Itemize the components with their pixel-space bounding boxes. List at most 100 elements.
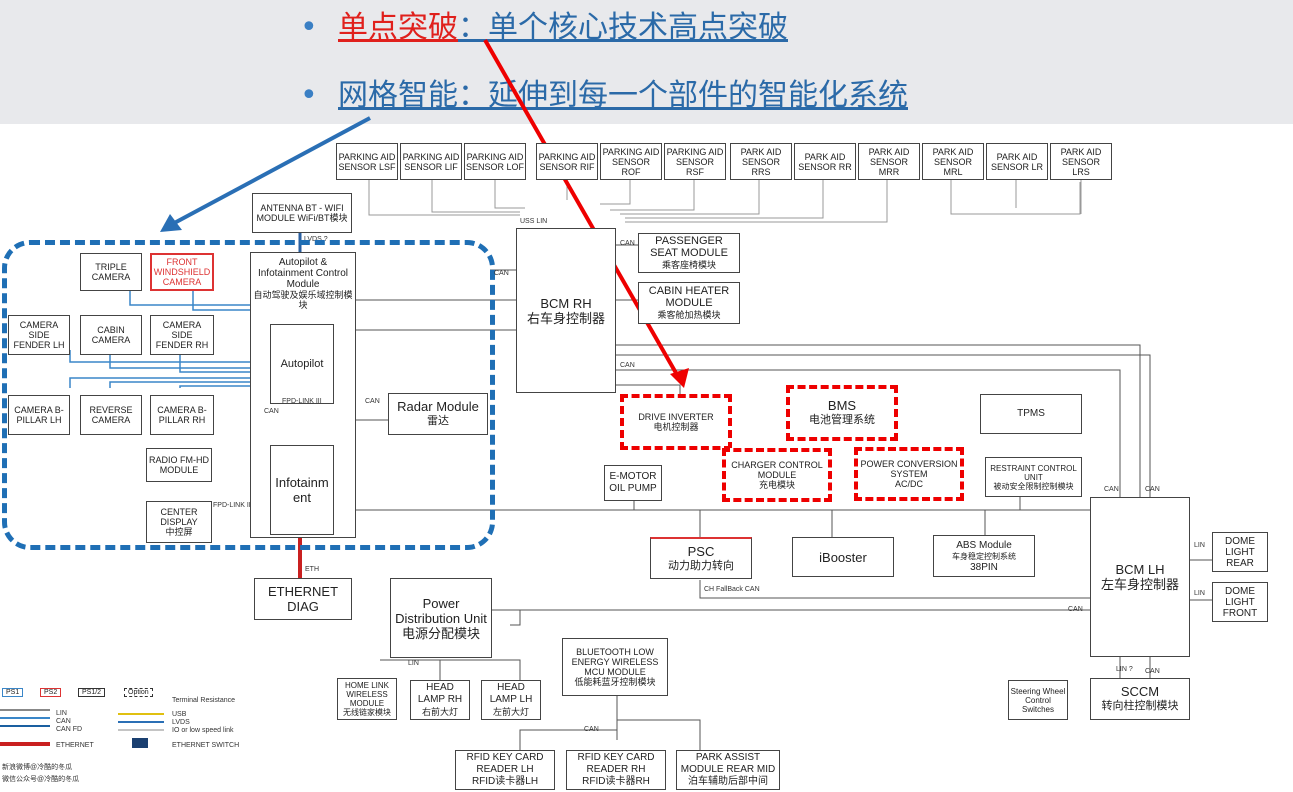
lvds-label: LVDS ?: [304, 236, 328, 243]
rfid-reader-lh: RFID KEY CARD READER LH RFID读卡器LH: [455, 750, 555, 790]
legend-usb: USB: [172, 711, 187, 718]
watermark-wechat: 微信公众号@冷酷的冬瓜: [2, 776, 80, 783]
pcs-en: POWER CONVERSION SYSTEM: [860, 459, 958, 479]
can-label-rcu: CAN: [1104, 486, 1119, 493]
apic-title: Autopilot & Infotainment Control Module: [257, 257, 349, 290]
legend-io: IO or low speed link: [172, 727, 234, 734]
tpms: TPMS: [980, 394, 1082, 434]
sensor-rif: PARKING AID SENSOR RIF: [536, 143, 598, 180]
ethernet-diag: ETHERNET DIAG: [254, 578, 352, 620]
bullet-dot: •: [300, 78, 318, 113]
can-label-bcm-lh-top: CAN: [1145, 486, 1160, 493]
sensor-rr: PARK AID SENSOR RR: [794, 143, 856, 180]
radio-fm-hd-module: RADIO FM-HD MODULE: [146, 448, 212, 482]
legend-ps1: PS1: [2, 688, 24, 697]
dome-light-front: DOME LIGHT FRONT: [1212, 582, 1268, 622]
legend-lin: LIN: [56, 710, 67, 717]
homelink-cn: 无线链家模块: [343, 708, 391, 717]
bms-cn: 电池管理系统: [809, 414, 875, 426]
watermark-weibo: 新浪微博@冷酷的冬瓜: [2, 764, 73, 771]
sensor-mrl: PARK AID SENSOR MRL: [922, 143, 984, 180]
passenger-seat-module: PASSENGER SEAT MODULE 乘客座椅模块: [638, 233, 740, 273]
fpd-link-label-1: FPD-LINK III: [282, 398, 322, 405]
fpd-link-label-2: FPD-LINK III: [213, 502, 253, 509]
apic-title-cn: 自动驾驶及娱乐域控制模块: [253, 290, 353, 310]
bcm-lh-cn: 左车身控制器: [1100, 577, 1179, 592]
sensor-lr: PARK AID SENSOR LR: [986, 143, 1048, 180]
abs-pin: 38PIN: [970, 561, 998, 573]
sensor-lof: PARKING AID SENSOR LOF: [464, 143, 526, 180]
antenna-bt-wifi-module: ANTENNA BT - WIFI MODULE WiFi/BT模块: [252, 193, 352, 233]
lin-q-label: LIN ?: [1116, 666, 1133, 673]
drive-inverter: DRIVE INVERTER 电机控制器: [620, 394, 732, 450]
charger-cn: 充电模块: [758, 480, 795, 490]
bullet-1-key: 单点突破: [338, 10, 458, 45]
can-label-radar: CAN: [365, 398, 380, 405]
can-label-sccm: CAN: [1145, 668, 1160, 675]
cabin-camera: CABIN CAMERA: [80, 315, 142, 355]
power-conversion-system: POWER CONVERSION SYSTEM AC/DC: [854, 447, 964, 501]
legend-eth-switch: ETHERNET SWITCH: [172, 742, 240, 749]
center-display-en: CENTER DISPLAY: [160, 507, 198, 527]
camera-b-pillar-lh: CAMERA B-PILLAR LH: [8, 395, 70, 435]
psc-cn: 动力助力转向: [668, 559, 734, 572]
can-label-bcm-lh: CAN: [1068, 606, 1083, 613]
bcm-rh: BCM RH 右车身控制器: [516, 228, 616, 393]
restraint-en: RESTRAINT CONTROL UNIT: [990, 463, 1077, 482]
psc: PSC 动力助力转向: [650, 537, 752, 579]
triple-camera: TRIPLE CAMERA: [80, 253, 142, 291]
ble-mcu-module: BLUETOOTH LOW ENERGY WIRELESS MCU MODULE…: [562, 638, 668, 696]
eth-label: ETH: [305, 566, 319, 573]
charger-control-module: CHARGER CONTROL MODULE 充电模块: [722, 448, 832, 502]
can-label-bcm: CAN: [494, 270, 509, 277]
abs-cn: 车身稳定控制系统: [952, 551, 1016, 561]
radar-cn: 雷达: [427, 415, 449, 427]
rfid-lh-cn: RFID读卡器LH: [471, 776, 539, 787]
can-label-ble: CAN: [584, 726, 599, 733]
bullet-1-desc: 单个核心技术高点突破: [488, 10, 788, 45]
abs-module: ABS Module 车身稳定控制系统 38PIN: [933, 535, 1035, 577]
rfid-reader-rh: RFID KEY CARD READER RH RFID读卡器RH: [566, 750, 666, 790]
passenger-seat-en: PASSENGER SEAT MODULE: [650, 235, 728, 259]
camera-side-fender-rh: CAMERA SIDE FENDER RH: [150, 315, 214, 355]
rfid-rh-en: RFID KEY CARD READER RH: [577, 752, 655, 775]
abs-en: ABS Module: [956, 539, 1012, 551]
legend-lines-left: [0, 709, 50, 746]
steering-wheel-switches: Steering Wheel Control Switches: [1008, 680, 1068, 720]
lin-label-pdu: LIN: [408, 660, 419, 667]
head-lamp-rh-en: HEAD LAMP RH: [417, 682, 463, 705]
homelink-module: HOME LINK WIRELESS MODULE 无线链家模块: [337, 678, 397, 720]
head-lamp-rh: HEAD LAMP RH 右前大灯: [410, 680, 470, 720]
pdu-en: Power Distribution Unit: [395, 595, 487, 626]
bullet-dot: •: [300, 10, 318, 45]
bullet-single-point: • 单点突破：单个核心技术高点突破: [300, 8, 788, 48]
pdu-cn: 电源分配模块: [401, 625, 480, 641]
can-label-apic: CAN: [264, 408, 279, 415]
legend-terminal: Terminal Resistance: [172, 697, 236, 704]
sccm-en: SCCM: [1120, 684, 1160, 699]
park-assist-en: PARK ASSIST MODULE REAR MID: [680, 752, 776, 775]
sensor-rsf: PARKING AID SENSOR RSF: [664, 143, 726, 180]
cabin-heater-cn: 乘客舱加热模块: [657, 310, 721, 320]
bullet-2-key: 网格智能: [338, 78, 458, 113]
sensor-lrs: PARK AID SENSOR LRS: [1050, 143, 1112, 180]
autopilot-infotainment-region: [2, 240, 495, 550]
homelink-en: HOME LINK WIRELESS MODULE: [344, 681, 389, 708]
cabin-heater-en: CABIN HEATER MODULE: [648, 285, 730, 309]
e-motor-oil-pump: E-MOTOR OIL PUMP: [604, 465, 662, 501]
sensor-mrr: PARK AID SENSOR MRR: [858, 143, 920, 180]
ble-en: BLUETOOTH LOW ENERGY WIRELESS MCU MODULE: [571, 647, 659, 677]
dome-light-rear: DOME LIGHT REAR: [1212, 532, 1268, 572]
bullet-1-sep: ：: [458, 10, 488, 45]
autopilot-unit: Autopilot: [270, 324, 334, 404]
bullet-2-desc: 延伸到每一个部件的智能化系统: [488, 78, 908, 113]
ch-fallback-can-label: CH FallBack CAN: [704, 586, 760, 593]
lin-label-dome-rear: LIN: [1194, 542, 1205, 549]
passenger-seat-cn: 乘客座椅模块: [661, 260, 716, 270]
rfid-lh-en: RFID KEY CARD READER LH: [466, 752, 544, 775]
bms-en: BMS: [827, 398, 857, 413]
head-lamp-lh: HEAD LAMP LH 左前大灯: [481, 680, 541, 720]
legend-can: CAN: [56, 718, 71, 725]
ble-cn: 低能耗蓝牙控制模块: [574, 677, 656, 687]
bcm-rh-cn: 右车身控制器: [526, 310, 605, 326]
